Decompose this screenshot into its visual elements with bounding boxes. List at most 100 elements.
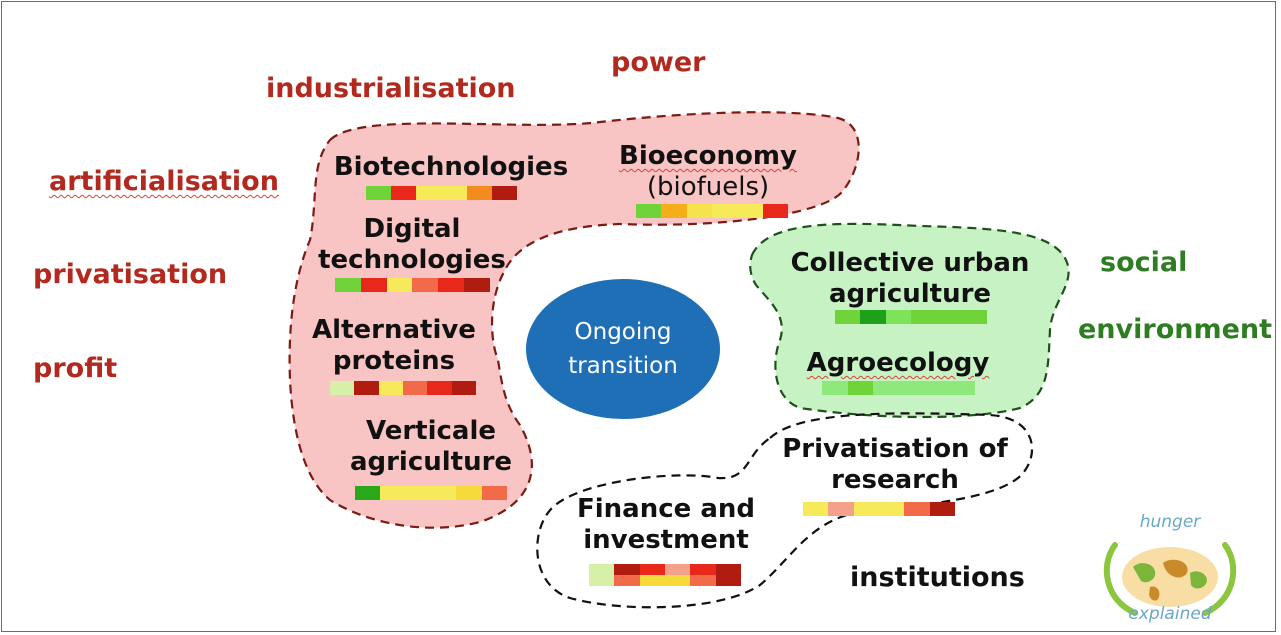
research-title-line2: research <box>831 465 959 495</box>
score-cell <box>491 186 518 200</box>
score-cell <box>391 186 417 200</box>
score-cell <box>661 204 687 218</box>
logo-continent-3 <box>1190 571 1207 589</box>
proteins-title-line1: Alternative <box>312 315 476 345</box>
score-cell <box>847 381 873 395</box>
score-cell <box>405 486 431 500</box>
score-cell <box>589 575 615 586</box>
score-cell <box>366 186 392 200</box>
score-cell <box>355 486 381 500</box>
score-cell <box>441 186 467 200</box>
score-cell <box>878 502 905 516</box>
score-cell <box>860 310 886 324</box>
score-cell <box>451 381 476 395</box>
hunger-explained-logo: hunger explained <box>1103 512 1237 624</box>
score-cell <box>427 381 452 395</box>
vertical-title-line1: Verticale <box>366 416 496 446</box>
logo-left-arc <box>1103 542 1138 616</box>
score-cell <box>910 310 937 324</box>
digital-title-line2: technologies <box>318 245 506 275</box>
research-title-line1: Privatisation of <box>782 434 1008 464</box>
keyword-power: power <box>611 47 706 78</box>
score-cell <box>330 381 355 395</box>
keyword-social: social <box>1100 247 1188 278</box>
score-cell <box>438 278 465 292</box>
score-cell <box>614 564 640 575</box>
ongoing-transition-ellipse: Ongoing transition <box>526 279 720 419</box>
vertical-title-line2: agriculture <box>349 447 513 477</box>
urban-title-line2: agriculture <box>828 279 992 309</box>
logo-continent-1 <box>1133 563 1156 583</box>
score-cell <box>904 502 930 516</box>
agroecology-title: Agroecology <box>806 348 990 378</box>
bar-privatisation-of-research <box>803 502 955 516</box>
score-cell <box>466 186 492 200</box>
logo-continent-2 <box>1163 559 1188 578</box>
label-privatisation-of-research: Privatisation of research <box>770 434 1020 496</box>
bar-bioeconomy <box>636 204 788 218</box>
label-collective-urban-agriculture: Collective urban agriculture <box>775 248 1045 310</box>
score-cell <box>715 564 741 575</box>
bar-agroecology <box>822 381 975 395</box>
score-cell <box>924 381 950 395</box>
score-cell <box>360 278 387 292</box>
score-cell <box>639 564 665 575</box>
score-cell <box>335 278 361 292</box>
bioeconomy-title: Bioeconomy <box>619 141 797 171</box>
bar-biotechnologies <box>366 186 518 200</box>
score-cell <box>686 204 712 218</box>
score-cell <box>715 575 741 586</box>
score-cell <box>929 502 955 516</box>
label-biotechnologies: Biotechnologies <box>326 152 576 183</box>
logo-continent-4 <box>1149 586 1160 601</box>
score-cell <box>690 575 716 586</box>
label-bioeconomy: Bioeconomy (biofuels) <box>608 141 808 203</box>
score-cell <box>822 381 848 395</box>
score-cell <box>378 381 403 395</box>
center-line2: transition <box>568 353 678 379</box>
score-cell <box>949 381 975 395</box>
bioeconomy-subtitle: (biofuels) <box>646 172 770 202</box>
finance-bar-bottom <box>589 575 741 586</box>
bar-digital-technologies <box>335 278 490 292</box>
score-cell <box>873 381 899 395</box>
keyword-profit: profit <box>33 353 118 384</box>
keyword-privatisation: privatisation <box>33 259 228 290</box>
logo-bottom-text: explained <box>1128 604 1211 624</box>
score-cell <box>354 381 379 395</box>
proteins-title-line2: proteins <box>332 346 456 376</box>
score-cell <box>664 575 691 586</box>
score-cell <box>614 575 640 586</box>
label-agroecology: Agroecology <box>787 348 1009 379</box>
score-cell <box>961 310 987 324</box>
keyword-environment: environment <box>1078 314 1273 345</box>
score-cell <box>639 575 665 586</box>
keyword-industrialisation: industrialisation <box>266 73 516 104</box>
bar-finance-and-investment <box>589 564 741 586</box>
label-finance-and-investment: Finance and investment <box>560 494 772 556</box>
score-cell <box>386 278 413 292</box>
score-cell <box>711 204 738 218</box>
score-cell <box>853 502 879 516</box>
bar-collective-urban-agriculture <box>835 310 987 324</box>
center-line1: Ongoing <box>574 319 672 345</box>
score-cell <box>456 486 482 500</box>
score-cell <box>664 564 691 575</box>
score-cell <box>828 502 854 516</box>
score-cell <box>416 186 442 200</box>
bar-alternative-proteins <box>330 381 476 395</box>
keyword-institutions: institutions <box>850 562 1025 593</box>
score-cell <box>690 564 716 575</box>
biotechnologies-title: Biotechnologies <box>333 152 569 182</box>
score-cell <box>481 486 507 500</box>
score-cell <box>737 204 763 218</box>
score-cell <box>936 310 962 324</box>
finance-bar-top <box>589 564 741 575</box>
score-cell <box>464 278 490 292</box>
label-alternative-proteins: Alternative proteins <box>296 315 492 377</box>
finance-title-line1: Finance and <box>576 494 755 524</box>
score-cell <box>762 204 788 218</box>
finance-title-line2: investment <box>583 525 749 555</box>
